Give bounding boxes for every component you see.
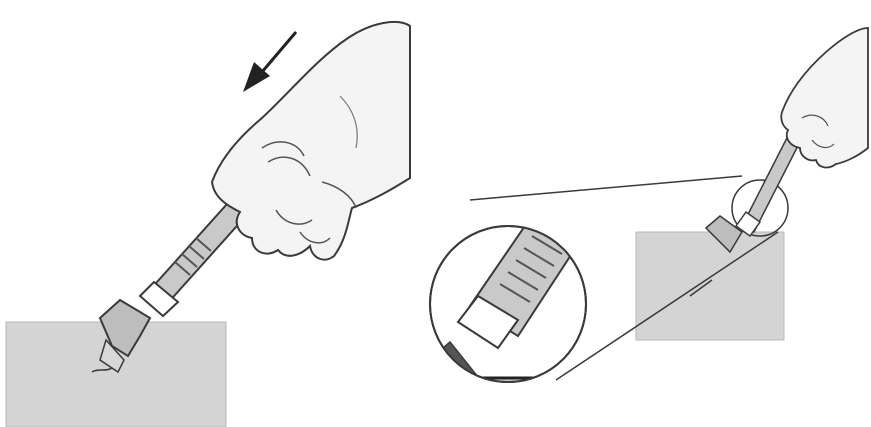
hand-icon [781, 28, 868, 167]
hand-icon [212, 22, 410, 260]
magnifier-icon [430, 204, 590, 418]
arrow-icon [243, 32, 296, 92]
skin-icon [636, 232, 784, 340]
left-panel [6, 22, 410, 427]
right-panel [430, 28, 868, 418]
